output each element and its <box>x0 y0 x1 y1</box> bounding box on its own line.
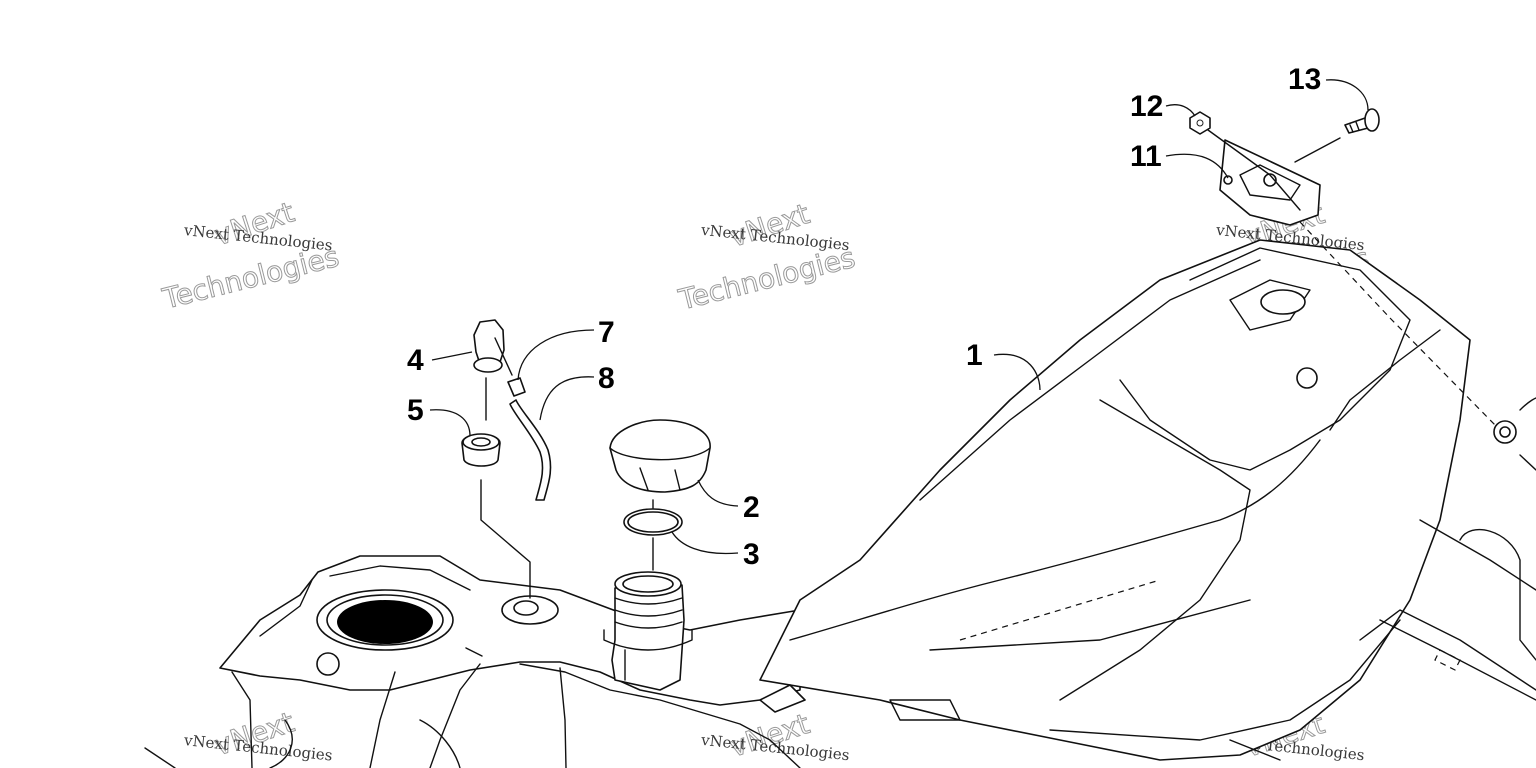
leader-5 <box>429 409 471 437</box>
watermark-bottom-center: vNext vNext Technologies <box>699 707 850 765</box>
leader-7 <box>517 329 595 381</box>
hose-fitting <box>507 377 526 397</box>
fuel-sensor <box>473 319 513 376</box>
callout-11: 11 <box>1130 140 1162 173</box>
callout-4: 4 <box>407 344 424 377</box>
filler-spout <box>603 571 693 691</box>
bolt <box>1344 108 1380 134</box>
fuel-cap <box>609 419 711 493</box>
watermark-top-center: vNext vNext Technologies Technologies <box>674 197 858 318</box>
grommet <box>461 433 501 467</box>
o-ring <box>623 508 683 536</box>
watermark-top-left: vNext vNext Technologies Technologies <box>158 195 342 316</box>
callout-2: 2 <box>743 491 760 524</box>
callout-13: 13 <box>1288 63 1321 96</box>
callout-5: 5 <box>407 394 424 427</box>
leader-1 <box>993 353 1041 391</box>
seat-grommet <box>1493 397 1536 471</box>
leader-13 <box>1325 79 1369 111</box>
callout-8: 8 <box>598 362 615 395</box>
vent-hose <box>509 399 552 501</box>
seat-latch-bracket <box>1219 139 1321 226</box>
leader-2 <box>697 479 739 507</box>
leader-4 <box>431 351 473 361</box>
callout-7: 7 <box>598 316 615 349</box>
leader-12 <box>1165 104 1196 117</box>
leader-11 <box>1165 153 1229 179</box>
callout-12: 12 <box>1130 90 1163 123</box>
leader-8 <box>539 376 595 421</box>
svg-text:Technologies: Technologies <box>159 240 342 316</box>
flange-nut <box>1189 111 1211 135</box>
leader-3 <box>671 531 739 555</box>
watermark-bottom-left: vNext vNext Technologies <box>182 705 333 765</box>
callout-3: 3 <box>743 538 760 571</box>
callout-1: 1 <box>966 339 983 372</box>
seat <box>759 239 1536 761</box>
svg-text:Technologies: Technologies <box>675 241 858 317</box>
